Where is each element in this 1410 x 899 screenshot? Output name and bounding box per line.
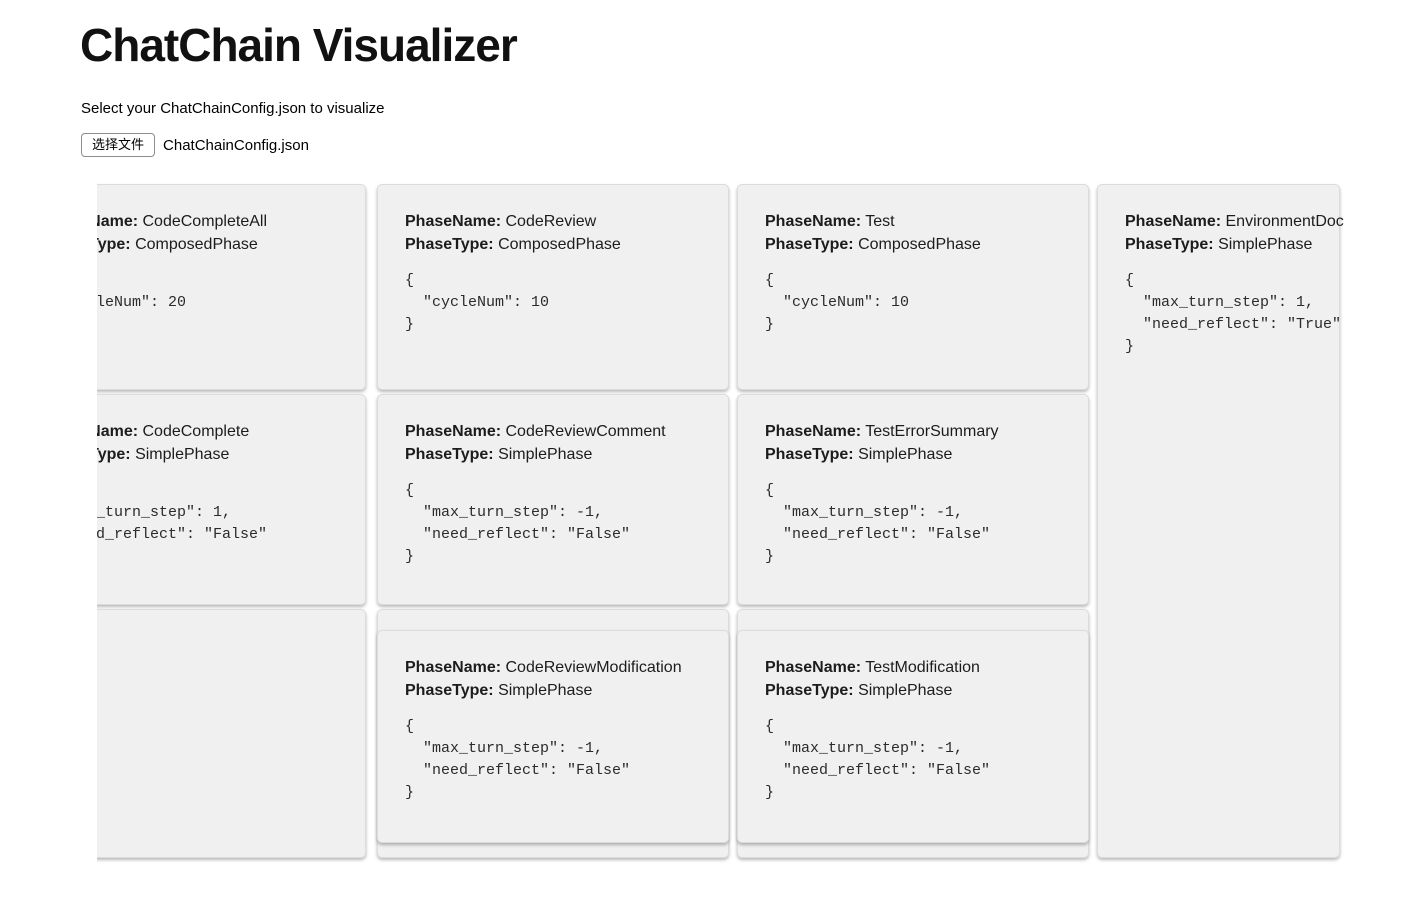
phase-config-json: { "cycleNum": 10 } (765, 272, 910, 333)
phase-type-label: PhaseType: (765, 682, 854, 699)
phase-type-value: ComposedPhase (498, 236, 621, 253)
phase-name-label: PhaseName: (97, 423, 139, 440)
phase-card: PhaseName: CodeCompleteAll PhaseType: Co… (97, 184, 366, 390)
phase-column-filler (97, 609, 366, 858)
phase-card: PhaseName: EnvironmentDoc PhaseType: Sim… (1097, 184, 1344, 858)
phase-name-value: TestErrorSummary (865, 423, 999, 440)
phase-column-test: PhaseName: Test PhaseType: ComposedPhase… (737, 184, 1089, 858)
phase-name-value: CodeCompleteAll (142, 213, 268, 230)
phase-card: PhaseName: CodeReviewModification PhaseT… (377, 630, 729, 843)
phase-column-codecompleteall: PhaseName: CodeCompleteAll PhaseType: Co… (97, 184, 366, 858)
phase-config-json: { "max_turn_step": -1, "need_reflect": "… (765, 718, 991, 801)
phase-column-filler: PhaseName: CodeReviewModification PhaseT… (377, 609, 729, 858)
phase-type-label: PhaseType: (405, 236, 494, 253)
phase-type-value: SimplePhase (498, 446, 593, 463)
phase-name-line: PhaseName: EnvironmentDoc (1125, 210, 1344, 233)
phase-column-filler: PhaseName: TestModification PhaseType: S… (737, 609, 1089, 858)
phase-type-value: SimplePhase (135, 446, 230, 463)
phase-cards-scroll-area[interactable]: PhaseName: CodeCompleteAll PhaseType: Co… (97, 182, 1410, 874)
phase-name-label: PhaseName: (765, 659, 862, 676)
phase-type-line: PhaseType: SimplePhase (1125, 233, 1312, 256)
phase-name-label: PhaseName: (765, 423, 862, 440)
phase-name-label: PhaseName: (97, 213, 139, 230)
subtitle: Select your ChatChainConfig.json to visu… (81, 100, 385, 117)
phase-config-json: { "max_turn_step": 1, "need_reflect": "T… (1125, 272, 1342, 355)
phase-card: PhaseName: TestErrorSummary PhaseType: S… (737, 394, 1089, 605)
phase-name-value: CodeComplete (142, 423, 250, 440)
phase-name-label: PhaseName: (405, 423, 502, 440)
phase-card: PhaseName: CodeComplete PhaseType: Simpl… (97, 394, 366, 605)
phase-type-value: ComposedPhase (858, 236, 981, 253)
phase-type-value: SimplePhase (498, 682, 593, 699)
phase-name-value: Test (865, 213, 895, 230)
phase-card: PhaseName: CodeReviewComment PhaseType: … (377, 394, 729, 605)
phase-type-line: PhaseType: SimplePhase (405, 679, 701, 702)
phase-type-label: PhaseType: (97, 446, 131, 463)
page-title: ChatChain Visualizer (80, 19, 518, 71)
phase-card: PhaseName: Test PhaseType: ComposedPhase… (737, 184, 1089, 390)
phase-type-line: PhaseType: SimplePhase (405, 443, 701, 466)
phase-config-json: { "cycleNum": 10 } (405, 272, 550, 333)
phase-type-line: PhaseType: SimplePhase (97, 443, 338, 466)
choose-file-button[interactable]: 选择文件 (81, 133, 156, 157)
phase-name-value: TestModification (865, 659, 980, 676)
phase-type-value: SimplePhase (1218, 236, 1313, 253)
phase-name-line: PhaseName: CodeReviewModification (405, 656, 701, 679)
phase-type-label: PhaseType: (405, 682, 494, 699)
phase-type-line: PhaseType: ComposedPhase (97, 233, 338, 256)
phase-name-value: CodeReviewComment (505, 423, 666, 440)
phase-type-value: ComposedPhase (135, 236, 258, 253)
phase-column-environmentdoc: PhaseName: EnvironmentDoc PhaseType: Sim… (1097, 184, 1344, 858)
phase-name-line: PhaseName: TestModification (765, 656, 1061, 679)
phase-name-line: PhaseName: CodeCompleteAll (97, 210, 338, 233)
phase-config-json: { "cycleNum": 20 } (97, 294, 187, 311)
phase-name-value: CodeReviewModification (505, 659, 682, 676)
phase-type-line: PhaseType: SimplePhase (765, 443, 1061, 466)
phase-config-json: { "max_turn_step": -1, "need_reflect": "… (765, 482, 991, 565)
phase-type-label: PhaseType: (97, 236, 131, 253)
phase-name-label: PhaseName: (405, 659, 502, 676)
file-input: 选择文件 ChatChainConfig.json (81, 133, 309, 157)
phase-cards-row: PhaseName: CodeCompleteAll PhaseType: Co… (97, 184, 1344, 858)
phase-config-json: { "max_turn_step": 1, "need_reflect": "F… (97, 504, 268, 543)
phase-type-line: PhaseType: ComposedPhase (405, 233, 701, 256)
phase-config-json: { "max_turn_step": -1, "need_reflect": "… (405, 482, 631, 565)
phase-name-line: PhaseName: CodeComplete (97, 420, 338, 443)
phase-card: PhaseName: TestModification PhaseType: S… (737, 630, 1089, 843)
phase-type-line: PhaseType: SimplePhase (765, 679, 1061, 702)
phase-type-value: SimplePhase (858, 446, 953, 463)
phase-type-label: PhaseType: (405, 446, 494, 463)
phase-column-codereview: PhaseName: CodeReview PhaseType: Compose… (377, 184, 729, 858)
phase-card: PhaseName: CodeReview PhaseType: Compose… (377, 184, 729, 390)
phase-name-label: PhaseName: (1125, 213, 1222, 230)
phase-name-label: PhaseName: (765, 213, 862, 230)
phase-name-label: PhaseName: (405, 213, 502, 230)
phase-name-line: PhaseName: CodeReviewComment (405, 420, 701, 443)
phase-type-label: PhaseType: (765, 446, 854, 463)
phase-name-value: CodeReview (505, 213, 597, 230)
phase-name-line: PhaseName: TestErrorSummary (765, 420, 1061, 443)
phase-type-value: SimplePhase (858, 682, 953, 699)
phase-name-value: EnvironmentDoc (1225, 213, 1344, 230)
phase-name-line: PhaseName: CodeReview (405, 210, 701, 233)
selected-file-name: ChatChainConfig.json (163, 136, 309, 154)
phase-type-label: PhaseType: (1125, 236, 1214, 253)
phase-type-label: PhaseType: (765, 236, 854, 253)
phase-type-line: PhaseType: ComposedPhase (765, 233, 1061, 256)
phase-name-line: PhaseName: Test (765, 210, 1061, 233)
phase-config-json: { "max_turn_step": -1, "need_reflect": "… (405, 718, 631, 801)
